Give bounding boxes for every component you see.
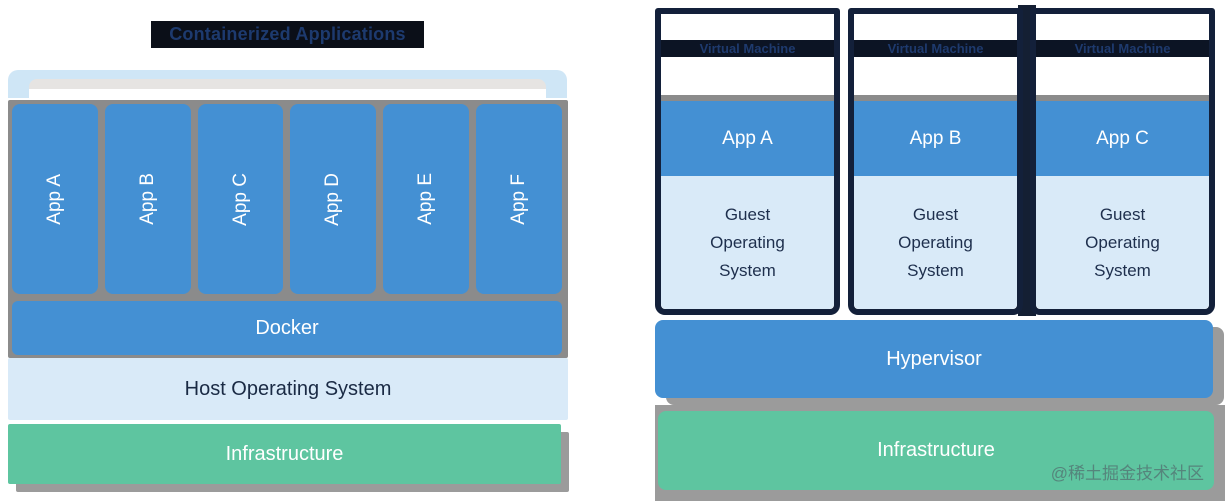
container-app-e-box: App E [383,104,470,294]
containerized-applications-title: Containerized Applications [151,21,424,48]
vm2-gray-strip [854,95,1017,101]
container-app-c-label: App C [229,172,251,226]
vm1-gray-strip [661,95,834,101]
right-infrastructure-layer: Infrastructure @稀土掘金技术社区 [658,411,1214,490]
vm1-title-label: Virtual Machine [699,41,796,56]
vm3-guest-os-layer: Guest Operating System [1036,176,1209,309]
virtual-machine-3-box: Virtual Machine App C Guest Operating Sy… [1030,8,1215,315]
vm2-app-label: App B [909,127,962,149]
vm2-guest-os-layer: Guest Operating System [854,176,1017,309]
vm1-app-label: App A [722,127,773,149]
host-operating-system-layer: Host Operating System [8,358,568,420]
docker-label: Docker [255,316,319,339]
vm3-gray-strip [1036,95,1209,101]
vm1-guest-os-label: Guest Operating System [710,204,785,280]
virtual-machine-1-box: Virtual Machine App A Guest Operating Sy… [655,8,840,315]
docker-layer: Docker [12,301,562,355]
container-app-b-box: App B [104,104,191,294]
vm3-guest-os-label: Guest Operating System [1085,204,1160,280]
containerized-applications-label: Containerized Applications [169,24,406,44]
container-app-f-box: App F [476,104,562,294]
vm3-app-label: App C [1096,127,1149,149]
vm3-app-layer: App C [1036,101,1209,176]
vm2-app-layer: App B [854,101,1017,176]
container-app-e-label: App E [415,173,437,225]
container-app-d-label: App D [322,172,344,226]
host-operating-system-label: Host Operating System [184,377,392,400]
container-app-b-label: App B [136,173,158,225]
vm3-top-area: Virtual Machine [1036,14,1209,95]
container-group-top-strip-inner [29,79,546,98]
container-apps-row: App A App B App C App D App E App F [12,104,562,294]
vm1-app-layer: App A [661,101,834,176]
container-stack-panel: App A App B App C App D App E App F Dock… [8,100,568,358]
container-app-c-box: App C [197,104,284,294]
vm1-guest-os-layer: Guest Operating System [661,176,834,309]
container-app-a-label: App A [43,173,65,225]
container-app-d-box: App D [290,104,377,294]
vm1-top-area: Virtual Machine [661,14,834,95]
vm3-title-label: Virtual Machine [1074,41,1171,56]
vm2-title-label: Virtual Machine [887,41,984,56]
vm2-guest-os-label: Guest Operating System [898,204,973,280]
hypervisor-label: Hypervisor [886,347,982,370]
juejin-watermark: @稀土掘金技术社区 [1050,464,1204,483]
vm3-title-bar: Virtual Machine [1036,40,1209,57]
vm2-top-area: Virtual Machine [854,14,1017,95]
vm1-title-bar: Virtual Machine [661,40,834,57]
vm2-title-bar: Virtual Machine [854,40,1017,57]
container-app-f-label: App F [508,173,530,225]
left-infrastructure-label: Infrastructure [225,442,344,465]
container-app-a-box: App A [12,104,98,294]
right-infrastructure-label: Infrastructure [877,439,995,461]
left-infrastructure-layer: Infrastructure [8,424,561,484]
virtual-machine-2-box: Virtual Machine App B Guest Operating Sy… [848,8,1023,315]
hypervisor-layer: Hypervisor [655,320,1213,398]
container-group-top-strip [8,70,567,98]
